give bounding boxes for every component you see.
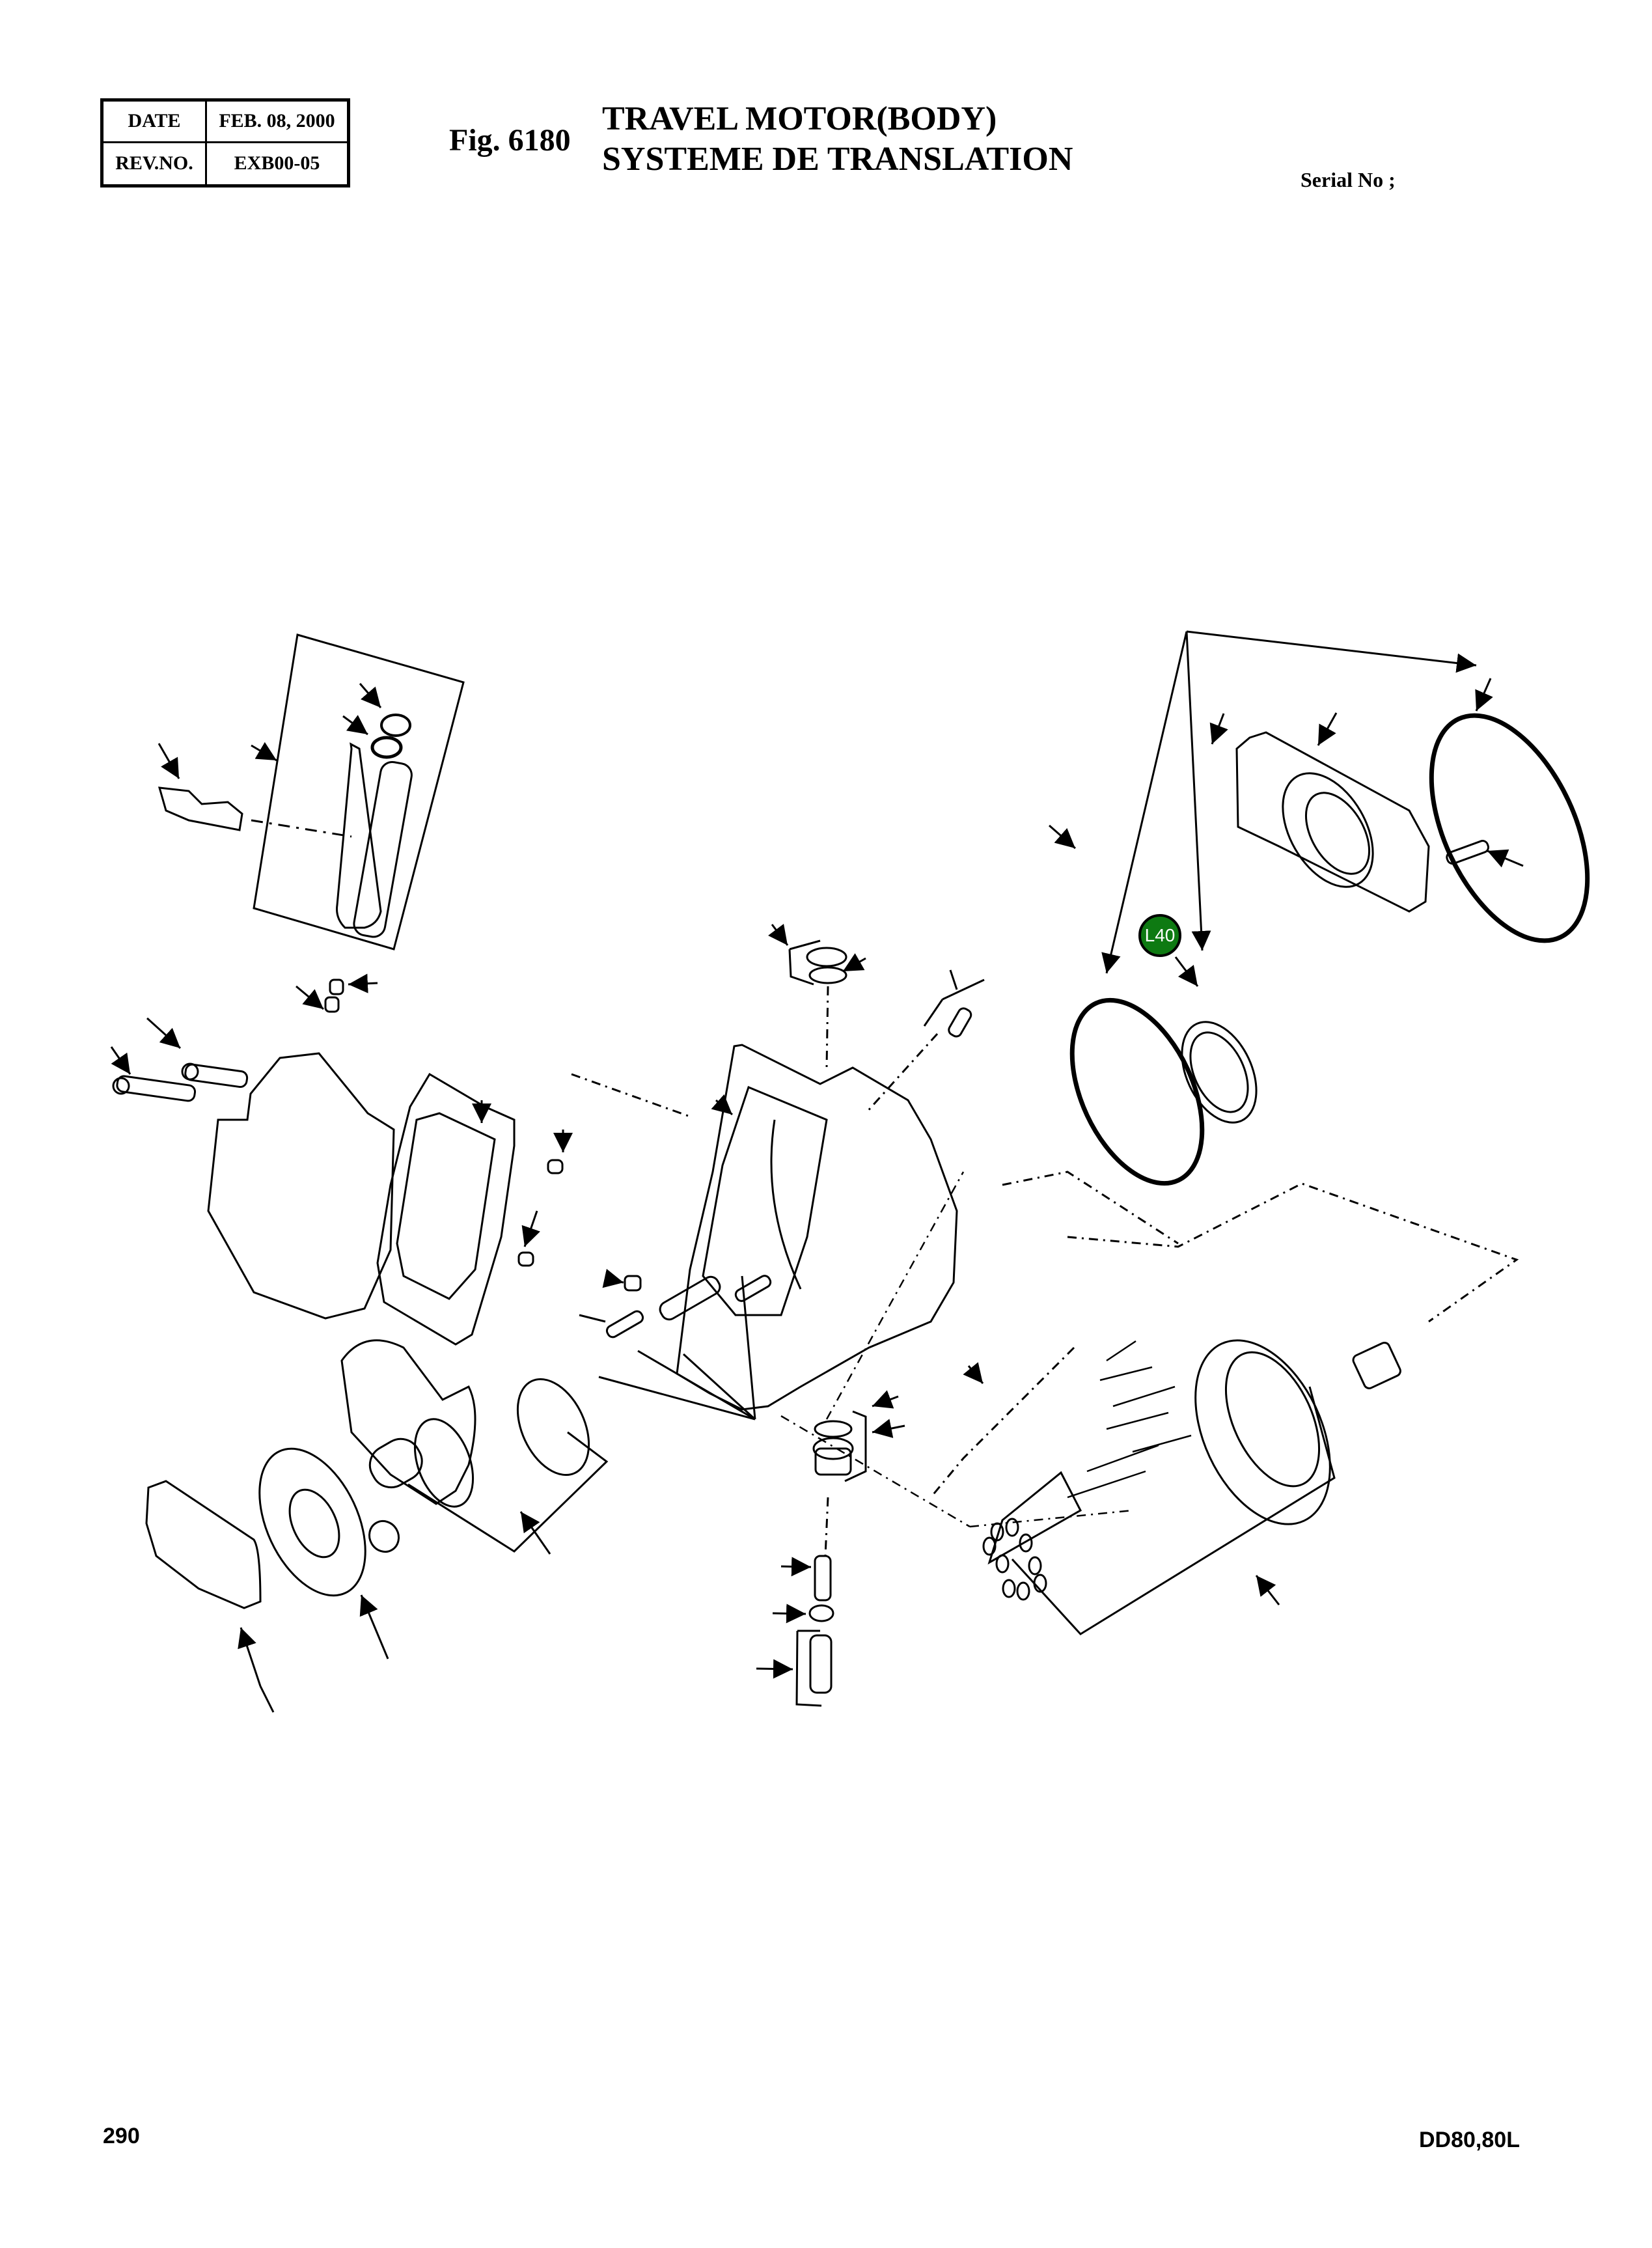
rev-label: REV.NO. bbox=[103, 143, 207, 184]
valve-block bbox=[110, 973, 395, 1320]
date-label: DATE bbox=[103, 102, 207, 143]
page-number: 290 bbox=[103, 2124, 140, 2148]
assembly-lines bbox=[780, 1171, 1133, 1528]
figure-number: Fig. 6180 bbox=[449, 123, 571, 158]
serial-number-label: Serial No ; bbox=[1301, 168, 1396, 191]
revision-table: DATE FEB. 08, 2000 REV.NO. EXB00-05 bbox=[100, 98, 350, 187]
rev-value: EXB00-05 bbox=[234, 152, 320, 174]
spool-group bbox=[158, 633, 465, 951]
cover-group bbox=[1049, 630, 1590, 1186]
motor-housing bbox=[571, 924, 985, 1707]
model-number: DD80,80L bbox=[1419, 2128, 1520, 2152]
title-line-2: SYSTEME DE TRANSLATION bbox=[602, 141, 1073, 178]
callout-badge-l40[interactable]: L40 bbox=[1138, 914, 1181, 957]
gasket bbox=[376, 1072, 573, 1346]
title-line-1: TRAVEL MOTOR(BODY) bbox=[602, 100, 997, 137]
cylinder-assembly bbox=[145, 1339, 609, 1713]
date-value: FEB. 08, 2000 bbox=[207, 102, 347, 143]
rotary-group bbox=[929, 1171, 1519, 1635]
page-title: TRAVEL MOTOR(BODY) SYSTEME DE TRANSLATIO… bbox=[602, 99, 1073, 180]
